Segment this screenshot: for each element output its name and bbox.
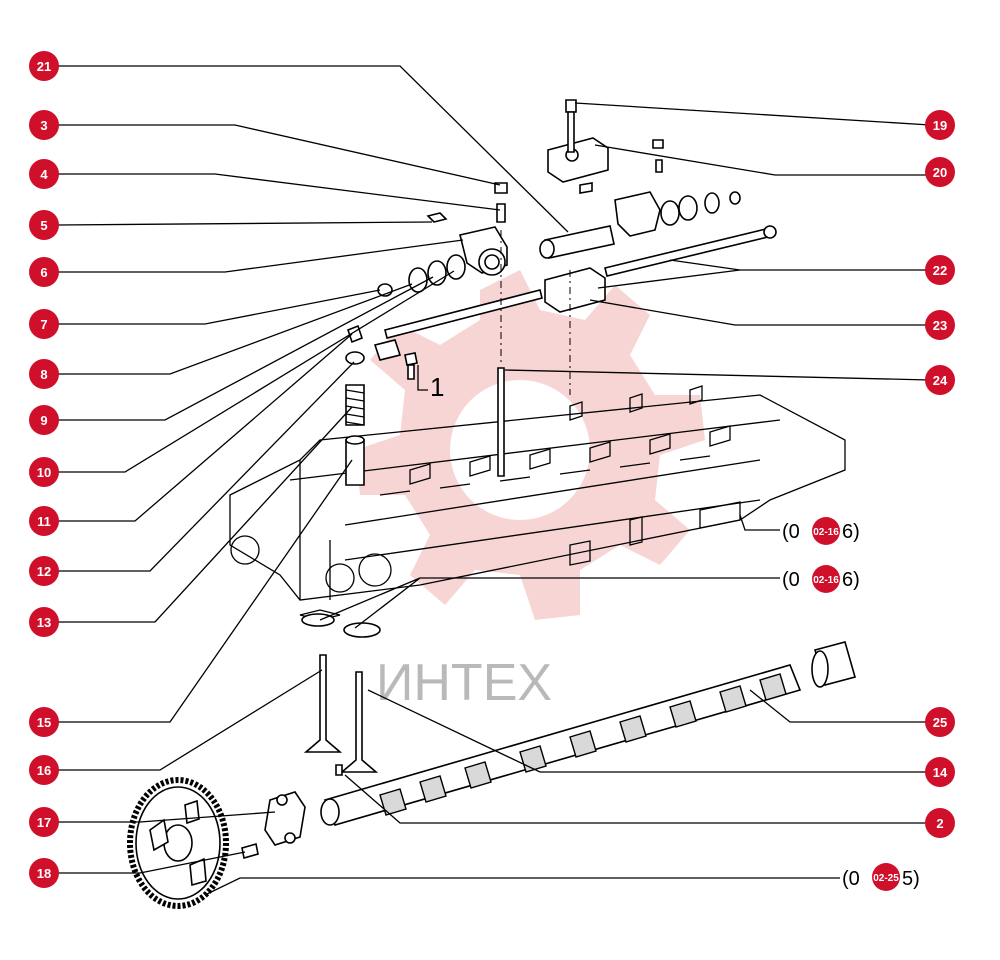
svg-text:02-25: 02-25 <box>873 873 899 884</box>
callout-14[interactable]: 14 <box>925 757 955 787</box>
part-1-label: 1 <box>430 372 444 402</box>
callout-7[interactable]: 7 <box>29 309 59 339</box>
svg-text:6: 6 <box>40 265 47 280</box>
valve-seats <box>301 613 381 638</box>
callout-25[interactable]: 25 <box>925 707 955 737</box>
callout-6[interactable]: 6 <box>29 257 59 287</box>
adjusting-nut <box>426 182 508 223</box>
head-ref-1[interactable]: (0 02-16 6) <box>782 517 860 545</box>
svg-text:23: 23 <box>933 318 947 333</box>
support-bolt <box>565 99 577 153</box>
valve-exhaust <box>339 671 379 773</box>
watermark-text: ИНТЕХ <box>376 654 552 712</box>
thrust-plate <box>264 791 306 846</box>
watermark-gear <box>355 270 705 620</box>
svg-text:20: 20 <box>933 165 947 180</box>
cylinder-head <box>229 385 846 621</box>
callout-21[interactable]: 21 <box>29 51 59 81</box>
svg-text:15: 15 <box>37 715 51 730</box>
callout-19[interactable]: 19 <box>925 110 955 140</box>
callout-3[interactable]: 3 <box>29 110 59 140</box>
svg-text:7: 7 <box>40 317 47 332</box>
svg-text:12: 12 <box>37 564 51 579</box>
rocker-support-lower <box>544 267 606 313</box>
callout-12[interactable]: 12 <box>29 556 59 586</box>
push-rod <box>497 367 505 477</box>
callout-17[interactable]: 17 <box>29 807 59 837</box>
svg-text:8: 8 <box>40 367 47 382</box>
callout-11[interactable]: 11 <box>29 506 59 536</box>
svg-text:9: 9 <box>40 413 47 428</box>
rocker-shaft-front <box>373 289 543 361</box>
callout-23[interactable]: 23 <box>925 310 955 340</box>
svg-text:10: 10 <box>37 465 51 480</box>
callout-8[interactable]: 8 <box>29 359 59 389</box>
pivot-pin <box>539 225 615 259</box>
rocker-arm-front <box>459 226 508 276</box>
svg-text:4: 4 <box>40 167 48 182</box>
gear-ref[interactable]: (0 02-25 5) <box>842 863 920 891</box>
callout-18[interactable]: 18 <box>29 858 59 888</box>
svg-text:22: 22 <box>933 263 947 278</box>
svg-text:02-16: 02-16 <box>813 527 839 538</box>
svg-text:02-16: 02-16 <box>813 575 839 586</box>
gear-bolt <box>241 842 259 860</box>
svg-text:(0: (0 <box>842 868 860 890</box>
svg-text:13: 13 <box>37 615 51 630</box>
valve-guide <box>345 435 365 486</box>
svg-text:17: 17 <box>37 815 51 830</box>
svg-text:11: 11 <box>37 514 51 529</box>
svg-text:3: 3 <box>40 118 47 133</box>
leader-lines <box>57 65 931 896</box>
rocker-support-upper <box>547 137 609 183</box>
callout-10[interactable]: 10 <box>29 457 59 487</box>
svg-text:(0: (0 <box>782 569 800 591</box>
rocker-arm-rear <box>614 191 741 237</box>
svg-text:21: 21 <box>37 59 51 74</box>
camshaft <box>320 664 802 826</box>
valve-spring <box>345 384 365 426</box>
svg-text:6): 6) <box>842 569 860 591</box>
bolt-part-1 <box>404 352 418 380</box>
svg-text:14: 14 <box>933 765 948 780</box>
svg-text:6): 6) <box>842 521 860 543</box>
small-nuts <box>579 139 664 194</box>
svg-text:19: 19 <box>933 118 947 133</box>
camshaft-bushing <box>811 641 856 688</box>
svg-text:5: 5 <box>40 218 47 233</box>
spring-washers <box>377 254 466 297</box>
svg-text:2: 2 <box>936 816 943 831</box>
callout-15[interactable]: 15 <box>29 707 59 737</box>
callout-16[interactable]: 16 <box>29 755 59 785</box>
callout-22[interactable]: 22 <box>925 255 955 285</box>
callout-13[interactable]: 13 <box>29 607 59 637</box>
callout-5[interactable]: 5 <box>29 210 59 240</box>
svg-text:25: 25 <box>933 715 947 730</box>
callout-24[interactable]: 24 <box>925 365 955 395</box>
callout-20[interactable]: 20 <box>925 157 955 187</box>
svg-text:24: 24 <box>933 373 948 388</box>
valve-inlet <box>303 654 343 753</box>
svg-text:5): 5) <box>902 868 920 890</box>
camshaft-key <box>335 764 343 776</box>
head-ref-2[interactable]: (0 02-16 6) <box>782 565 860 593</box>
camshaft-gear <box>127 777 229 909</box>
rocker-shaft-rear <box>604 225 777 277</box>
svg-text:(0: (0 <box>782 521 800 543</box>
svg-text:16: 16 <box>37 763 51 778</box>
callout-9[interactable]: 9 <box>29 405 59 435</box>
svg-text:18: 18 <box>37 866 51 881</box>
callout-4[interactable]: 4 <box>29 159 59 189</box>
callout-2[interactable]: 2 <box>925 808 955 838</box>
valve-cap <box>345 324 365 365</box>
